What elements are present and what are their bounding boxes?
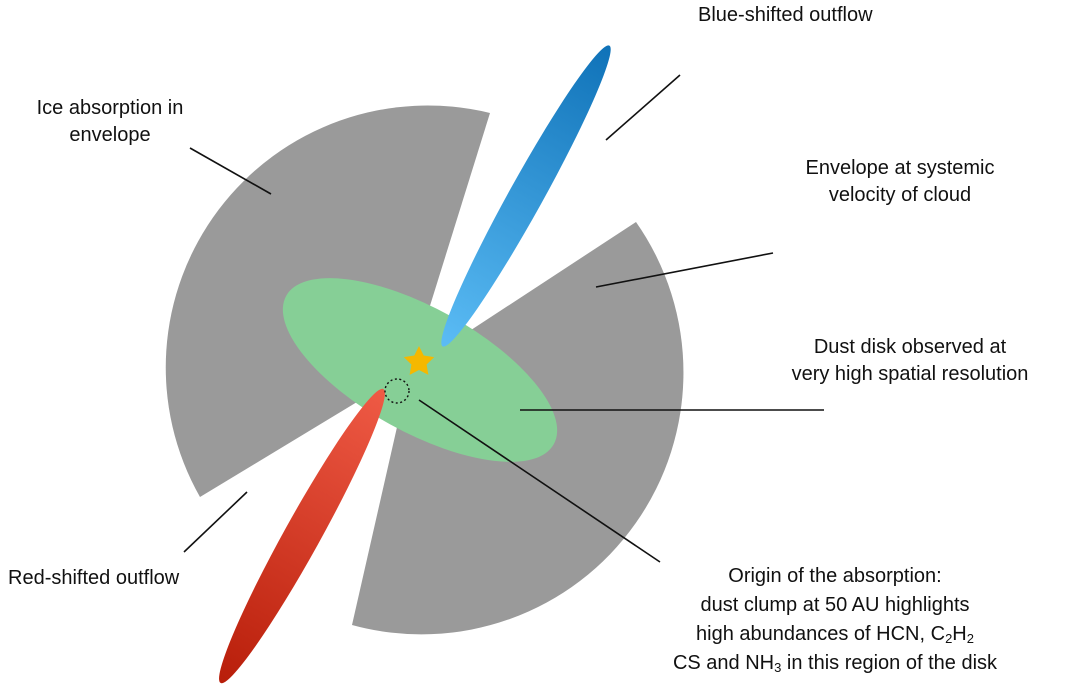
leader-lines: [183, 74, 824, 563]
leader-red-outflow: [183, 491, 248, 553]
label-dust-disk: Dust disk observed at very high spatial …: [765, 334, 1055, 388]
dashed-circle-icon: [384, 378, 410, 404]
label-dust-disk-line2: very high spatial resolution: [791, 363, 1029, 385]
red-shifted-outflow: [219, 388, 385, 684]
origin-line4-suffix: in this region of the disk: [781, 652, 998, 674]
label-dust-disk-line1: Dust disk observed at: [813, 336, 1007, 358]
label-ice-absorption: Ice absorption in envelope: [0, 95, 220, 149]
origin-line3-prefix: high abundances of HCN, C: [696, 623, 946, 645]
label-blue-outflow: Blue-shifted outflow: [698, 2, 873, 29]
origin-line4-sub: 3: [774, 660, 782, 675]
label-origin-line4: CS and NH3 in this region of the disk: [615, 649, 1055, 678]
origin-line3-mid: H: [952, 623, 967, 645]
origin-line3-sub2: 2: [966, 631, 974, 646]
leader-blue-outflow: [605, 74, 681, 141]
label-ice-absorption-line1: Ice absorption in: [36, 97, 184, 119]
label-origin-line1: Origin of the absorption:: [728, 565, 942, 587]
leader-origin: [418, 399, 661, 563]
label-envelope-velocity-line2: velocity of cloud: [828, 184, 972, 206]
label-origin-line2: dust clump at 50 AU highlights: [700, 594, 970, 616]
leader-envelope-velocity: [595, 252, 774, 288]
origin-line4-prefix: CS and NH: [672, 652, 775, 674]
label-blue-outflow-text: Blue-shifted outflow: [698, 4, 873, 26]
label-red-outflow: Red-shifted outflow: [8, 565, 179, 592]
label-origin: Origin of the absorption: dust clump at …: [615, 562, 1055, 678]
star-icon: [403, 346, 435, 375]
label-red-outflow-text: Red-shifted outflow: [8, 567, 180, 589]
label-envelope-velocity: Envelope at systemic velocity of cloud: [770, 155, 1030, 209]
blue-shifted-outflow: [441, 45, 611, 347]
origin-line3-sub1: 2: [945, 631, 953, 646]
label-ice-absorption-line2: envelope: [69, 124, 151, 146]
leader-ice-absorption: [189, 147, 272, 195]
label-origin-line3: high abundances of HCN, C2H2: [615, 620, 1055, 649]
label-envelope-velocity-line1: Envelope at systemic: [805, 157, 995, 179]
